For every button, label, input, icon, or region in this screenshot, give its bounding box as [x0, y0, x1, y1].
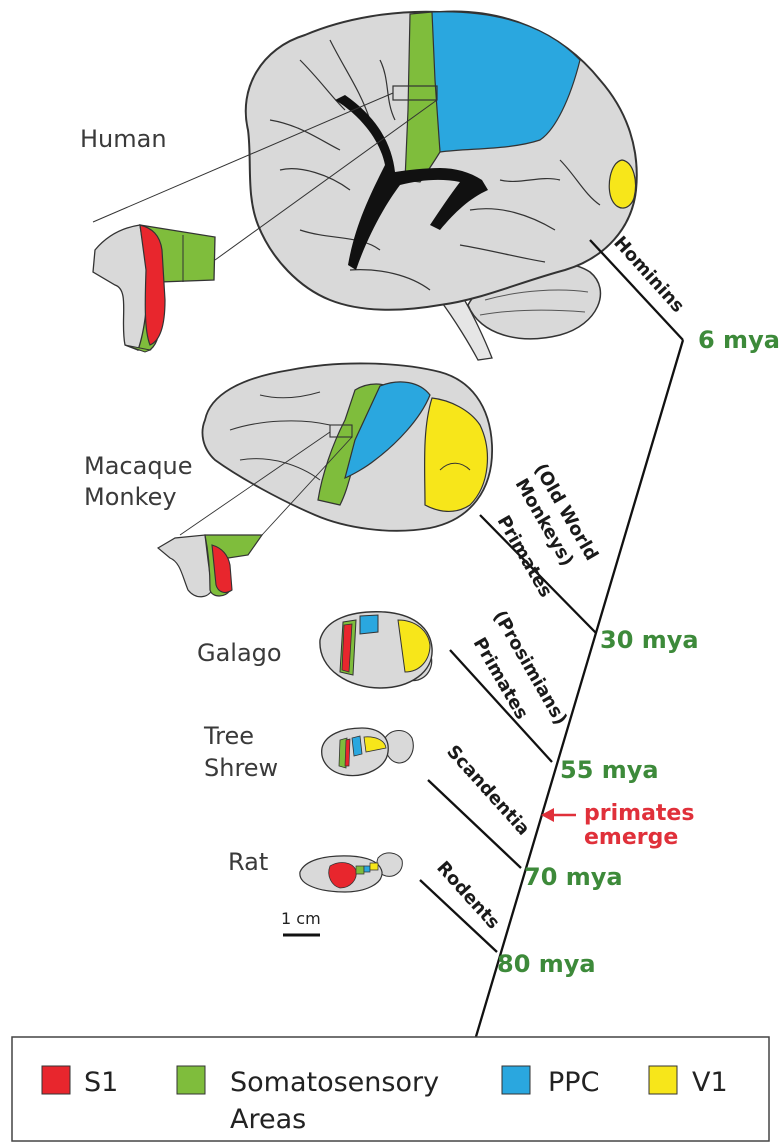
label-galago: Galago: [197, 639, 282, 667]
legend: S1 Somatosensory Areas PPC V1: [12, 1037, 769, 1141]
label-macaque-2: Monkey: [84, 483, 177, 511]
legend-label-s1: S1: [84, 1067, 118, 1098]
label-rat: Rat: [228, 848, 268, 876]
macaque-brain: [180, 363, 492, 535]
divergence-80-mya: 80 mya: [497, 950, 596, 978]
legend-swatch-v1: [649, 1066, 677, 1094]
label-macaque-1: Macaque: [84, 452, 193, 480]
rat-brain: [300, 853, 402, 892]
galago-brain: [320, 612, 432, 688]
divergence-6-mya: 6 mya: [698, 326, 780, 354]
legend-swatch-ppc: [502, 1066, 530, 1094]
human-v1: [609, 160, 635, 208]
scale-bar: 1 cm: [281, 909, 321, 935]
scale-bar-label: 1 cm: [281, 909, 321, 928]
divergence-30-mya: 30 mya: [600, 626, 699, 654]
clade-rodents: Rodents: [432, 857, 503, 933]
legend-label-ppc: PPC: [548, 1067, 599, 1098]
clade-scandentia: Scandentia: [442, 741, 534, 839]
divergence-70-mya: 70 mya: [524, 863, 623, 891]
label-tree-shrew-1: Tree: [203, 722, 254, 750]
legend-swatch-s1: [42, 1066, 70, 1094]
legend-label-somatosensory-1: Somatosensory: [230, 1067, 439, 1098]
emerge-text-1: primates: [584, 801, 694, 826]
human-brain: [93, 12, 637, 360]
legend-label-somatosensory-2: Areas: [230, 1104, 306, 1135]
emerge-text-2: emerge: [584, 825, 678, 850]
divergence-55-mya: 55 mya: [560, 756, 659, 784]
label-human: Human: [80, 125, 167, 153]
tree-shrew-brain: [322, 728, 414, 776]
legend-label-v1: V1: [692, 1067, 728, 1098]
human-cross-section: [93, 225, 215, 352]
label-tree-shrew-2: Shrew: [204, 754, 278, 782]
legend-swatch-somatosensory: [177, 1066, 205, 1094]
divergence-labels: 6 mya 30 mya 55 mya 70 mya 80 mya: [497, 326, 780, 978]
primates-emerge-annotation: primates emerge: [541, 801, 694, 850]
macaque-cross-section: [158, 535, 262, 597]
